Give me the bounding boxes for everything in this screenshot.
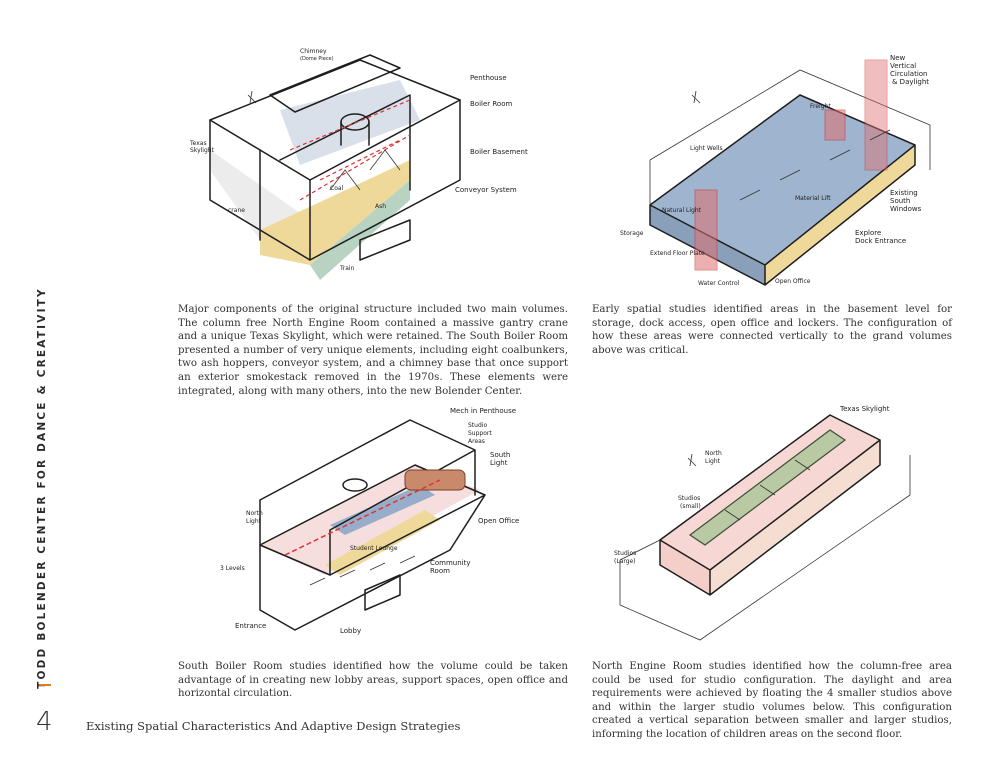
svg-text:Material Lift: Material Lift (795, 195, 831, 202)
svg-text:Storage: Storage (620, 230, 644, 237)
caption-original-structure: Major components of the original structu… (178, 304, 568, 397)
caption-south-boiler-room: South Boiler Room studies identified how… (178, 661, 568, 700)
svg-text:Existing: Existing (890, 189, 918, 197)
svg-text:South: South (890, 197, 910, 205)
sketch-south-boiler-room: Mech in Penthouse Studio Support Areas S… (220, 407, 519, 635)
page-number: 4 (36, 707, 53, 737)
svg-text:Dock Entrance: Dock Entrance (855, 237, 906, 245)
svg-text:Circulation: Circulation (890, 70, 928, 78)
svg-text:Skylight: Skylight (190, 147, 215, 154)
svg-text:Freight: Freight (810, 103, 831, 110)
accent-bar (39, 684, 51, 686)
caption-basement-studies: Early spatial studies identified areas i… (592, 304, 952, 356)
svg-text:Support: Support (468, 430, 492, 437)
svg-text:Chimney: Chimney (300, 48, 327, 55)
svg-text:Studios: Studios (614, 550, 636, 557)
svg-text:North: North (246, 510, 263, 517)
svg-text:Ash: Ash (375, 203, 386, 210)
svg-text:Texas: Texas (189, 140, 207, 147)
svg-text:Light: Light (705, 458, 721, 465)
svg-text:Coal: Coal (330, 185, 344, 192)
svg-text:Studios: Studios (678, 495, 700, 502)
svg-text:3 Levels: 3 Levels (220, 565, 245, 572)
svg-text:(small): (small) (680, 503, 701, 510)
svg-text:Boiler Room: Boiler Room (470, 100, 512, 108)
svg-text:Vertical: Vertical (890, 62, 916, 70)
svg-text:Student Lounge: Student Lounge (350, 545, 398, 552)
svg-text:Boiler Basement: Boiler Basement (470, 148, 528, 156)
svg-text:Windows: Windows (890, 205, 922, 213)
svg-text:Community: Community (430, 559, 471, 567)
svg-text:Natural Light: Natural Light (662, 207, 702, 214)
svg-text:Light Wells: Light Wells (690, 145, 723, 152)
sidebar-title: TODD BOLENDER CENTER FOR DANCE & CREATIV… (36, 287, 48, 689)
svg-text:New: New (890, 54, 906, 62)
svg-text:Open Office: Open Office (478, 517, 519, 525)
svg-text:Texas Skylight: Texas Skylight (839, 405, 890, 413)
svg-text:crane: crane (228, 207, 245, 214)
svg-text:Conveyor System: Conveyor System (455, 186, 517, 194)
svg-text:(Dome Piece): (Dome Piece) (300, 56, 334, 62)
svg-text:Mech in Penthouse: Mech in Penthouse (450, 407, 516, 415)
caption-north-engine-room: North Engine Room studies identified how… (592, 661, 952, 740)
svg-text:Open Office: Open Office (775, 278, 811, 285)
svg-text:(Large): (Large) (614, 558, 636, 565)
sketch-north-engine-room: Texas Skylight North Light Studios (smal… (614, 405, 911, 641)
svg-text:Train: Train (339, 265, 355, 272)
svg-text:& Daylight: & Daylight (892, 78, 929, 86)
sketch-basement-studies: New Vertical Circulation & Daylight Frei… (620, 54, 931, 287)
svg-text:Lobby: Lobby (340, 627, 361, 635)
svg-text:Light: Light (490, 459, 508, 467)
svg-text:Studio: Studio (468, 422, 487, 429)
sketch-original-structure: Chimney (Dome Piece) Penthouse Texas Sky… (189, 48, 528, 280)
svg-text:North: North (705, 450, 722, 457)
svg-text:Penthouse: Penthouse (470, 74, 507, 82)
svg-text:Water Control: Water Control (698, 280, 740, 287)
svg-text:Areas: Areas (468, 438, 485, 445)
svg-text:Extend Floor Plate: Extend Floor Plate (650, 250, 705, 257)
svg-text:Room: Room (430, 567, 450, 575)
svg-text:Explore: Explore (855, 229, 881, 237)
svg-text:South: South (490, 451, 510, 459)
footer-title: Existing Spatial Characteristics And Ada… (86, 719, 461, 733)
svg-text:Light: Light (246, 518, 262, 525)
svg-text:Entrance: Entrance (235, 622, 266, 630)
